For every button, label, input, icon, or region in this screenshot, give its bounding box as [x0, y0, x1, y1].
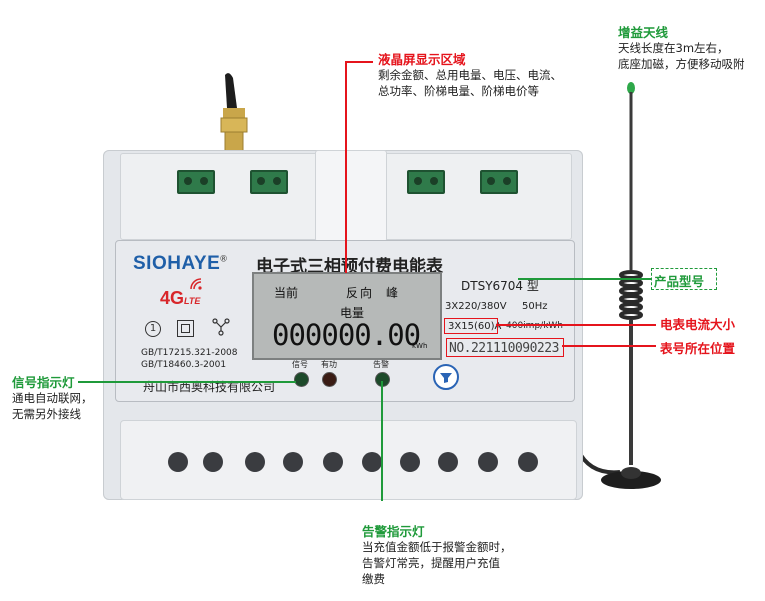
lcd-screen: 当前 反向 峰 电量 000000.00 kWh	[252, 272, 442, 360]
lcd-leader-line	[345, 61, 373, 63]
alarm-annotation-desc: 缴费	[362, 572, 385, 586]
standard-2: GB/T18460.3-2001	[141, 360, 227, 370]
model-annotation-label: 产品型号	[654, 274, 705, 289]
serial-annotation-label: 表号所在位置	[660, 341, 736, 356]
signal-annotation-title: 信号指示灯	[12, 375, 75, 390]
lcd-annotation-desc: 剩余金额、总用电量、电压、电流、	[378, 68, 562, 82]
signal-wave-icon	[190, 278, 202, 290]
terminal-hole	[362, 452, 382, 472]
terminal-hole	[478, 452, 498, 472]
antenna-connector	[220, 73, 248, 153]
lcd-label-peak: 峰	[386, 286, 399, 300]
brand-mark: ®	[220, 253, 228, 264]
antenna-annotation-desc: 底座加磁，方便移动吸附	[618, 57, 745, 71]
alarm-leader-line	[381, 381, 383, 501]
active-led	[322, 372, 337, 387]
lcd-label-current: 当前	[274, 286, 299, 300]
network-badge: 4GLTE	[160, 288, 200, 309]
lcd-reading: 000000.00	[272, 318, 421, 352]
lcd-label-reverse: 反向	[346, 286, 375, 300]
terminal-block	[250, 170, 288, 194]
lcd-annotation-desc: 总功率、阶梯电量、阶梯电价等	[378, 84, 539, 98]
model-leader-line	[518, 278, 652, 280]
terminal-hole	[168, 452, 188, 472]
alarm-annotation-title: 告警指示灯	[362, 524, 425, 539]
terminal-hole	[323, 452, 343, 472]
voltage-rating: 3X220/380V	[445, 301, 507, 312]
meter-bottom-cover	[120, 420, 577, 500]
lcd-annotation-title: 液晶屏显示区域	[378, 52, 466, 67]
antenna-annotation-title: 增益天线	[618, 25, 669, 40]
filter-icon	[440, 373, 452, 383]
signal-leader-line	[78, 381, 296, 383]
terminal-block	[407, 170, 445, 194]
model-number: DTSY6704 型	[461, 279, 539, 293]
terminal-block	[480, 170, 518, 194]
serial-highlight-box	[446, 338, 564, 357]
antenna-graphic	[576, 82, 661, 489]
antenna-annotation-desc: 天线长度在3m左右，	[618, 41, 729, 55]
meter-button[interactable]	[433, 364, 459, 390]
terminal-hole	[283, 452, 303, 472]
circle-one-icon: 1	[145, 321, 161, 337]
square-icon	[177, 320, 194, 337]
terminal-hole	[518, 452, 538, 472]
network-sub: LTE	[184, 296, 201, 306]
lcd-label-energy: 电量	[340, 306, 365, 320]
brand-text: SIOHAYE	[133, 253, 221, 274]
signal-annotation-desc: 无需另外接线	[12, 407, 81, 421]
terminal-block	[177, 170, 215, 194]
terminal-hole	[203, 452, 223, 472]
current-annotation-label: 电表电流大小	[660, 317, 736, 332]
lcd-leader-line	[345, 61, 347, 273]
signal-annotation-desc: 通电自动联网，	[12, 391, 93, 405]
standard-1: GB/T17215.321-2008	[141, 348, 238, 358]
serial-leader-line	[562, 345, 656, 347]
three-phase-icon	[212, 318, 230, 336]
led-signal-label: 信号	[292, 360, 308, 369]
brand-logo: SIOHAYE®	[133, 253, 227, 275]
terminal-hole	[400, 452, 420, 472]
current-rating: 3X15(60)A	[448, 321, 502, 332]
frequency-rating: 50Hz	[522, 301, 548, 312]
led-alarm-label: 告警	[373, 360, 389, 369]
alarm-annotation-desc: 当充值金额低于报警金额时，	[362, 540, 512, 554]
center-clip	[315, 150, 387, 242]
serial-number: NO.221110090223	[449, 341, 559, 356]
current-highlight-box	[444, 318, 498, 334]
model-label-box	[651, 268, 717, 290]
terminal-hole	[245, 452, 265, 472]
current-leader-line	[496, 324, 656, 326]
meter-constant: 400imp/kWh	[506, 321, 564, 331]
led-active-label: 有功	[321, 360, 337, 369]
lcd-unit: kWh	[412, 342, 428, 350]
network-main: 4G	[160, 288, 185, 308]
alarm-annotation-desc: 告警灯常亮，提醒用户充值	[362, 556, 500, 570]
signal-led	[294, 372, 309, 387]
company-name: 舟山市西奥科技有限公司	[143, 380, 276, 394]
terminal-hole	[438, 452, 458, 472]
